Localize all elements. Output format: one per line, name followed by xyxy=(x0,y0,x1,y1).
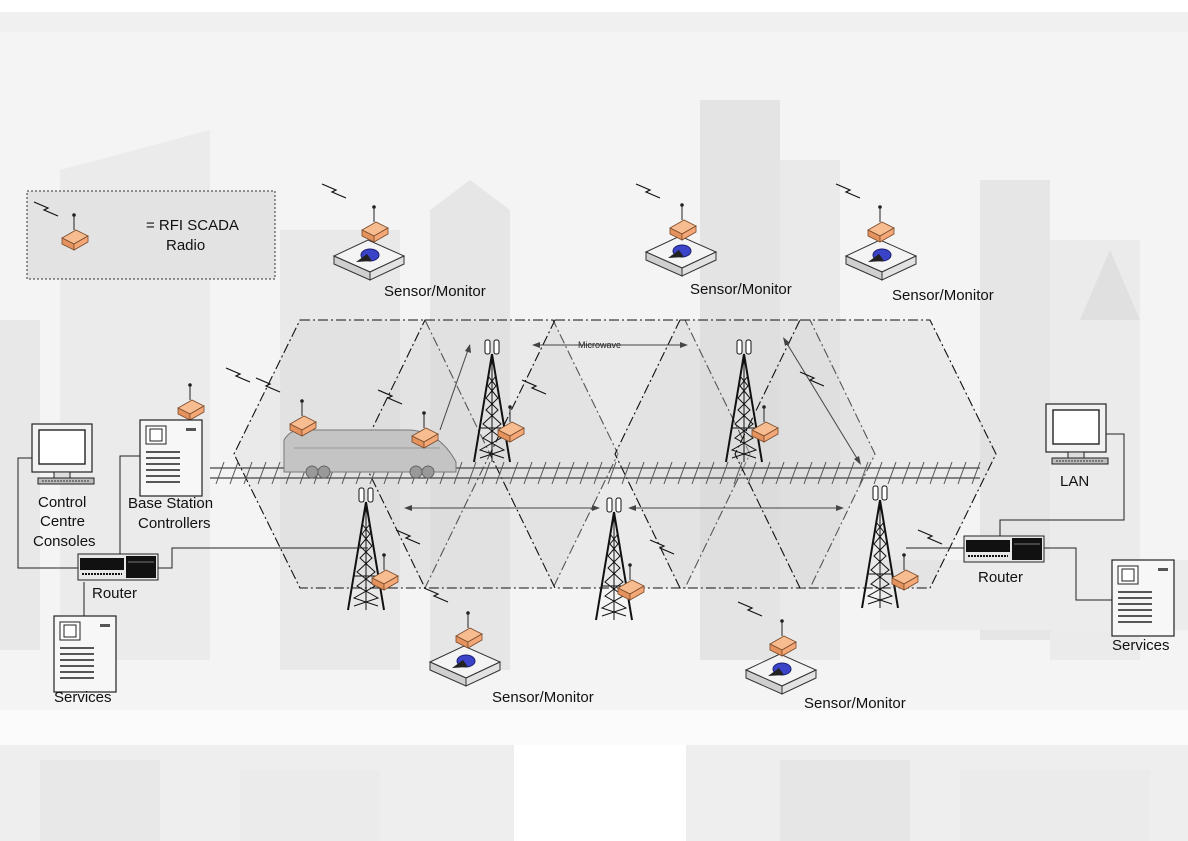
sensor-monitor-5: Sensor/Monitor xyxy=(737,601,906,712)
sensor-monitor-2: Sensor/Monitor xyxy=(635,183,792,298)
router-right xyxy=(963,535,1045,563)
sensor-monitor-label: Sensor/Monitor xyxy=(804,695,906,712)
sensor-monitor-label: Sensor/Monitor xyxy=(690,281,792,298)
coverage-cells xyxy=(233,319,997,589)
sensor-monitor-3: Sensor/Monitor xyxy=(835,183,994,304)
legend-text-line1: = RFI SCADA xyxy=(146,217,239,234)
control-label-line1: Control xyxy=(38,494,86,511)
sensor-monitor-label: Sensor/Monitor xyxy=(492,689,594,706)
legend-box: = RFI SCADA Radio xyxy=(26,190,276,280)
control-label-line3: Consoles xyxy=(33,533,96,550)
sensor-monitor-label: Sensor/Monitor xyxy=(384,283,486,300)
legend-text-line2: Radio xyxy=(166,237,205,254)
router-left xyxy=(77,553,159,581)
sensor-monitor-label: Sensor/Monitor xyxy=(892,287,994,304)
services-left-label: Services xyxy=(54,689,112,706)
microwave-label: Microwave xyxy=(578,340,621,350)
sensor-monitor-1: Sensor/Monitor xyxy=(321,183,486,300)
services-left-server xyxy=(53,615,117,693)
lan-label: LAN xyxy=(1060,473,1089,490)
link-arrows: Microwave xyxy=(404,337,861,511)
base-station-controller xyxy=(139,419,203,497)
right-network: LAN Router Services xyxy=(906,403,1175,654)
bsc-label-line1: Base Station xyxy=(128,495,213,512)
railway-track xyxy=(210,461,981,485)
router-right-label: Router xyxy=(978,569,1023,586)
services-right-label: Services xyxy=(1112,637,1170,654)
router-left-label: Router xyxy=(92,585,137,602)
services-right-server xyxy=(1111,559,1175,637)
left-network: Control Centre Consoles Base Station Con… xyxy=(17,419,368,706)
sensor-monitor-4: Sensor/Monitor xyxy=(423,587,594,706)
control-label-line2: Centre xyxy=(40,513,85,530)
bsc-label-line2: Controllers xyxy=(138,515,211,532)
